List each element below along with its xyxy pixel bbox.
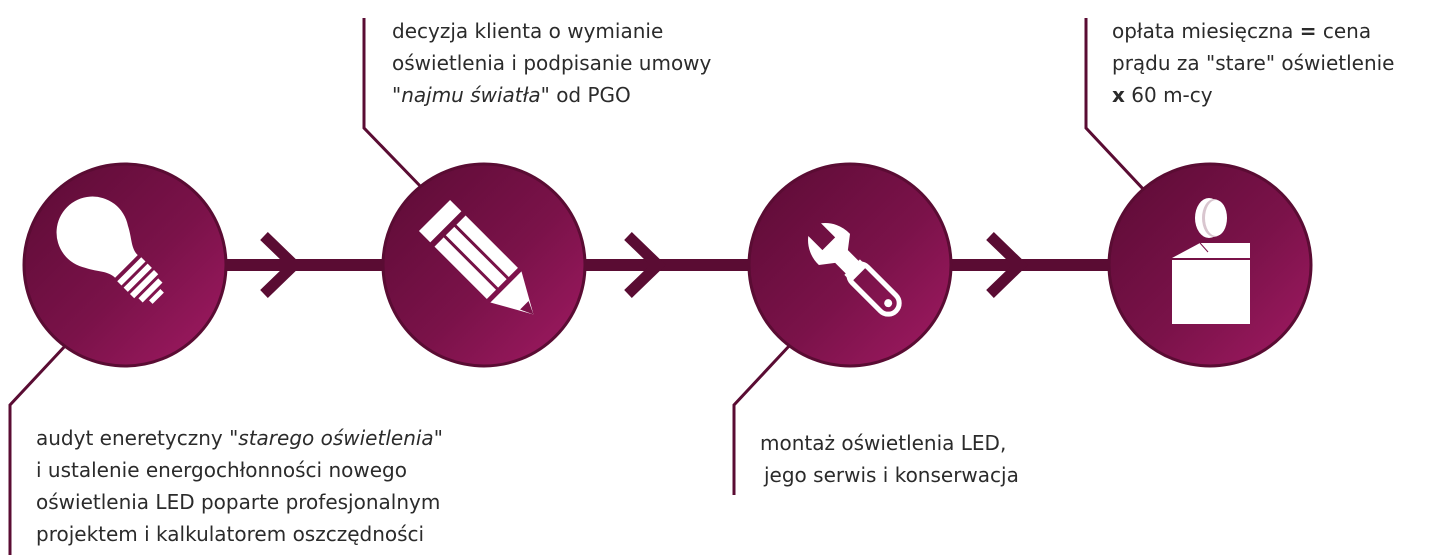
caption-line: decyzja klienta o wymianie [392,19,664,43]
flow-arrows [260,232,1028,298]
caption-text: " od PGO [540,83,631,107]
caption-line: x 60 m-cy [1112,79,1395,111]
caption-text: opłata miesięczna [1112,19,1300,43]
step-3-caption: montaż oświetlenia LED, jego serwis i ko… [760,427,1019,491]
caption-text: " [392,83,402,107]
caption-line: opłata miesięczna = cena [1112,15,1395,47]
step-1-caption: audyt eneretyczny "starego oświetlenia" … [36,422,443,550]
caption-line: projektem i kalkulatorem oszczędności [36,522,425,546]
coin-box-icon [1172,198,1250,324]
arrow-chevron-icon [986,232,1028,298]
pencil-icon [418,199,534,315]
arrow-chevron-icon [624,232,666,298]
caption-line: audyt eneretyczny "starego oświetlenia" [36,422,443,454]
caption-line: montaż oświetlenia LED, [760,431,1007,455]
pointer-step-1 [8,343,68,555]
caption-emphasis: najmu światła [401,83,541,107]
caption-emphasis: starego oświetlenia [238,426,434,450]
caption-pointers [8,18,1146,555]
caption-bold: x [1112,83,1125,107]
caption-bold: = [1299,19,1317,43]
caption-text: 60 m-cy [1124,83,1213,107]
caption-line: oświetlenia i podpisanie umowy [392,51,712,75]
caption-line: jego serwis i konserwacja [764,463,1019,487]
pointer-step-4 [1084,18,1146,192]
caption-text: cena [1316,19,1372,43]
wrench-icon [808,223,902,317]
arrow-chevron-icon [260,232,302,298]
caption-text: audyt eneretyczny " [36,426,239,450]
caption-line: prądu za "stare" oświetlenie [1112,51,1395,75]
step-4-caption: opłata miesięczna = cena prądu za "stare… [1112,15,1395,111]
caption-line: i ustalenie energochłonności nowego [36,458,407,482]
step-2-caption: decyzja klienta o wymianie oświetlenia i… [392,15,711,111]
caption-line: oświetlenia LED poparte profesjonalnym [36,490,441,514]
pointer-step-3 [732,343,792,495]
lightbulb-icon [56,196,164,304]
pointer-step-2 [362,18,426,192]
caption-line: "najmu światła" od PGO [392,79,711,111]
caption-text: " [433,426,443,450]
